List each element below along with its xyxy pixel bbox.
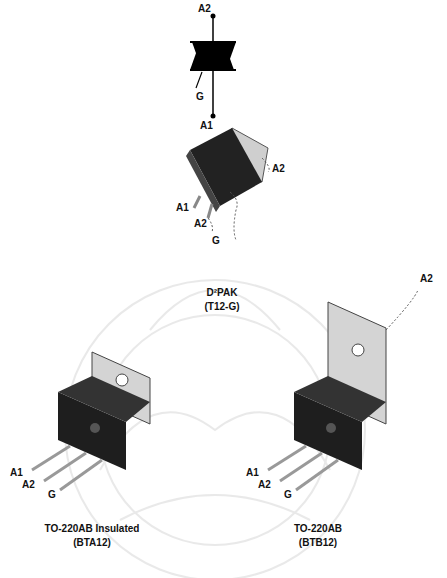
pin-name: A1	[200, 121, 213, 131]
pin-name: A1	[246, 468, 259, 478]
to220-package	[268, 290, 418, 490]
package-name: D²PAK	[207, 288, 238, 298]
package-code: (T12-G)	[205, 302, 240, 312]
pin-name: A2	[194, 219, 207, 229]
pin-name: G	[196, 92, 204, 102]
pin-name: A2	[420, 274, 433, 284]
pin-name: A2	[198, 4, 211, 14]
package-code: (BTB12)	[299, 538, 337, 548]
triac-symbol	[190, 14, 236, 119]
pin-name: G	[48, 490, 56, 500]
d2pak-package	[186, 128, 269, 240]
to220-insulated-package	[32, 352, 150, 490]
pin-name: A2	[22, 480, 35, 490]
pin-name: A2	[272, 164, 285, 174]
pin-name: A1	[176, 203, 189, 213]
package-code: (BTA12)	[73, 538, 111, 548]
pin-name: A2	[258, 480, 271, 490]
package-name: TO-220AB Insulated	[45, 524, 140, 534]
pin-name: G	[212, 236, 220, 246]
package-name: TO-220AB	[294, 524, 342, 534]
pin-name: G	[284, 490, 292, 500]
pin-name: A1	[10, 468, 23, 478]
